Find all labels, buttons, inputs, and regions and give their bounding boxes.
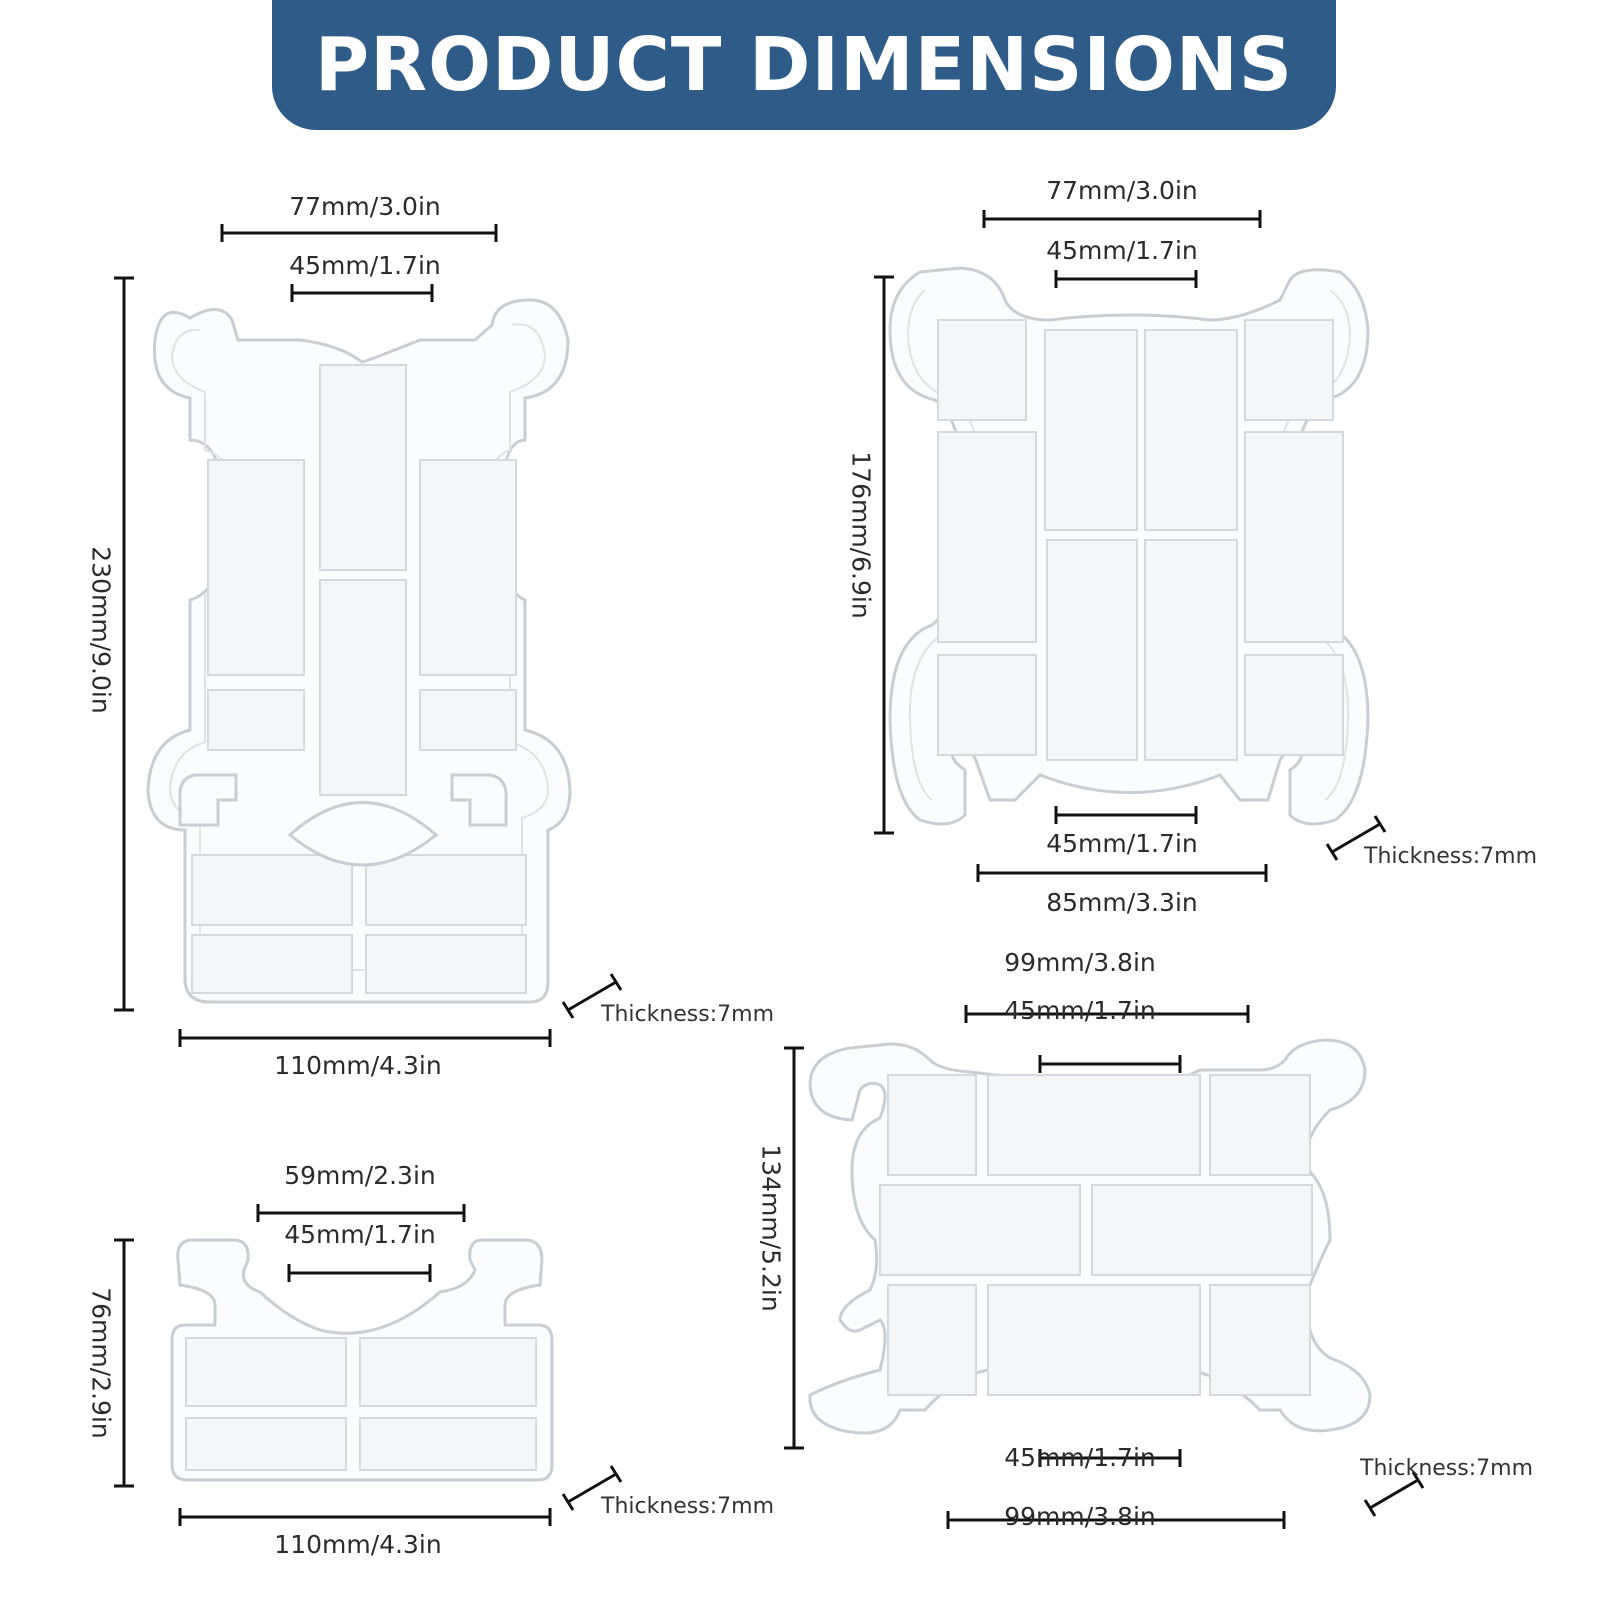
bottom-width-label: 110mm/4.3in <box>274 1051 442 1080</box>
stand-plate-medium <box>888 266 1370 826</box>
bottom-width-label: 110mm/4.3in <box>274 1530 442 1559</box>
top-width-dimension-line <box>982 210 1262 228</box>
height-dimension-line <box>114 276 134 1012</box>
header-banner: PRODUCT DIMENSIONS <box>272 0 1336 130</box>
holder-medium: 77mm/3.0in 45mm/1.7in 176mm/6.9in 45mm/1… <box>800 0 1600 940</box>
holder-medium-drawing <box>874 210 1387 882</box>
height-dimension-line <box>114 1238 134 1488</box>
thickness-marker <box>1325 815 1387 861</box>
height-label: 230mm/9.0in <box>86 546 116 714</box>
stand-plate-small <box>170 1238 554 1482</box>
thickness-label: Thickness:7mm <box>1360 1456 1534 1481</box>
height-dimension-line <box>784 1046 804 1450</box>
bottom-width-dimension-line <box>946 1511 1286 1529</box>
top-width-dimension-line <box>256 1204 466 1222</box>
thickness-marker <box>1363 1471 1425 1517</box>
slot-width-dimension-line <box>290 284 434 302</box>
height-dimension-line <box>874 275 894 835</box>
holder-small: 59mm/2.3in 45mm/1.7in 76mm/2.9in 110mm/4… <box>0 1120 800 1600</box>
bottom-width-dimension-line <box>178 1508 552 1526</box>
thickness-label: Thickness:7mm <box>1364 844 1538 869</box>
thickness-label: Thickness:7mm <box>601 1494 775 1519</box>
bottom-slot-width-label: 45mm/1.7in <box>1046 829 1198 858</box>
top-width-label: 59mm/2.3in <box>284 1161 436 1190</box>
slot-width-label: 45mm/1.7in <box>284 1220 436 1249</box>
page-title: PRODUCT DIMENSIONS <box>314 22 1294 108</box>
bottom-width-label: 85mm/3.3in <box>1046 888 1198 917</box>
height-label: 76mm/2.9in <box>86 1287 116 1439</box>
top-width-label: 99mm/3.8in <box>1004 948 1156 977</box>
bottom-width-label: 99mm/3.8in <box>1004 1502 1156 1531</box>
bottom-width-dimension-line <box>178 1029 552 1047</box>
thickness-marker <box>561 1465 623 1511</box>
holder-small-drawing <box>114 1204 623 1526</box>
holder-large: 77mm/3.0in 45mm/1.7in 230mm/9.0in 110mm/… <box>0 0 800 1080</box>
bottom-slot-width-dimension-line <box>1054 806 1198 824</box>
top-width-dimension-line <box>964 1005 1250 1023</box>
slot-width-dimension-line <box>287 1264 432 1282</box>
top-width-label: 77mm/3.0in <box>289 192 441 221</box>
bottom-slot-width-label: 45mm/1.7in <box>1004 1443 1156 1472</box>
height-label: 176mm/6.9in <box>846 451 876 619</box>
top-width-label: 77mm/3.0in <box>1046 176 1198 205</box>
bottom-width-dimension-line <box>976 864 1268 882</box>
holder-wide-drawing <box>784 1005 1425 1529</box>
slot-width-dimension-line <box>1038 1055 1182 1073</box>
thickness-label: Thickness:7mm <box>601 1002 775 1027</box>
top-width-dimension-line <box>220 224 498 242</box>
bottom-slot-width-dimension-line <box>1038 1449 1182 1467</box>
stand-plate-wide <box>808 1038 1372 1435</box>
height-label: 134mm/5.2in <box>756 1144 786 1312</box>
thickness-marker <box>561 973 623 1019</box>
slot-width-dimension-line <box>1054 270 1198 288</box>
slot-width-label: 45mm/1.7in <box>1004 996 1156 1025</box>
slot-width-label: 45mm/1.7in <box>1046 236 1198 265</box>
stand-plate-large <box>146 298 572 1004</box>
holder-wide: 99mm/3.8in 45mm/1.7in 134mm/5.2in 45mm/1… <box>740 940 1600 1600</box>
holder-large-drawing <box>114 224 623 1047</box>
slot-width-label: 45mm/1.7in <box>289 251 441 280</box>
